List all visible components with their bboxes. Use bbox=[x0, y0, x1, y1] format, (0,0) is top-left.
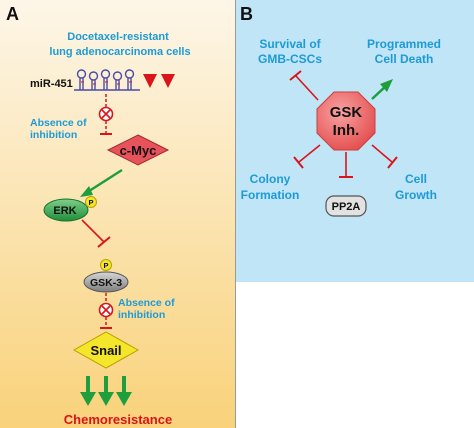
inhibition-colony bbox=[298, 144, 321, 163]
inhibition-bar-erk-gsk3 bbox=[97, 236, 111, 248]
absence-label-2b: inhibition bbox=[118, 309, 165, 321]
gsk3-label: GSK-3 bbox=[90, 277, 122, 289]
cmyc-node bbox=[106, 134, 170, 166]
panel-b-label: B bbox=[240, 4, 253, 24]
mirna-label: miR-451 bbox=[30, 78, 73, 90]
cmyc-label: c-Myc bbox=[120, 143, 157, 158]
erk-label: ERK bbox=[53, 205, 76, 217]
death-label-2: Cell Death bbox=[375, 52, 434, 66]
inhibition-growth bbox=[371, 144, 393, 163]
growth-label-1: Cell bbox=[405, 172, 427, 186]
panel-a-label: A bbox=[6, 4, 19, 24]
absence-label-1b: inhibition bbox=[30, 129, 77, 141]
inhibition-bar-colony bbox=[293, 156, 304, 169]
downregulation-arrow-1 bbox=[143, 74, 157, 88]
activation-arrow-cmyc-erk bbox=[80, 168, 123, 197]
gsk3-phospho-label: P bbox=[103, 261, 108, 270]
cell-line-line2: lung adenocarcinoma cells bbox=[49, 46, 190, 58]
pp2a-label: PP2A bbox=[332, 201, 361, 213]
inhibition-bar-growth bbox=[387, 156, 398, 169]
snail-label: Snail bbox=[90, 343, 121, 358]
gsk-label-2: Inh. bbox=[333, 122, 360, 139]
erk-phospho-label: P bbox=[88, 198, 93, 207]
colony-label-2: Formation bbox=[241, 188, 300, 202]
survival-label-2: GMB-CSCs bbox=[258, 52, 322, 66]
absence-label-2a: Absence of bbox=[118, 297, 175, 309]
inhibition-survival bbox=[295, 75, 319, 101]
chemoresistance-label: Chemoresistance bbox=[64, 412, 172, 427]
mirna-hairpins bbox=[74, 69, 140, 91]
snail-node bbox=[72, 331, 140, 369]
inhibition-erk-gsk3 bbox=[81, 219, 105, 243]
survival-label-1: Survival of bbox=[259, 37, 321, 51]
gsk-label-1: GSK bbox=[330, 104, 363, 121]
gsk3-phospho-badge bbox=[100, 259, 112, 271]
cancel-icon-1 bbox=[98, 106, 114, 122]
gsk-inhibitor-node bbox=[316, 91, 376, 151]
colony-label-1: Colony bbox=[250, 172, 291, 186]
cancel-icon-2 bbox=[98, 302, 114, 318]
chemoresistance-arrows bbox=[80, 376, 132, 406]
death-label-1: Programmed bbox=[367, 37, 441, 51]
pp2a-node bbox=[325, 195, 367, 217]
cell-line-line1: Docetaxel-resistant bbox=[67, 31, 169, 43]
erk-node bbox=[43, 198, 89, 222]
panel-a-background bbox=[0, 0, 235, 428]
growth-label-2: Growth bbox=[395, 188, 437, 202]
erk-phospho-badge bbox=[85, 196, 97, 208]
inhibition-bar-survival bbox=[289, 70, 302, 81]
activation-arrow-death bbox=[371, 79, 393, 100]
absence-label-1a: Absence of bbox=[30, 117, 87, 129]
downregulation-arrow-2 bbox=[161, 74, 175, 88]
gsk3-node bbox=[83, 271, 129, 293]
